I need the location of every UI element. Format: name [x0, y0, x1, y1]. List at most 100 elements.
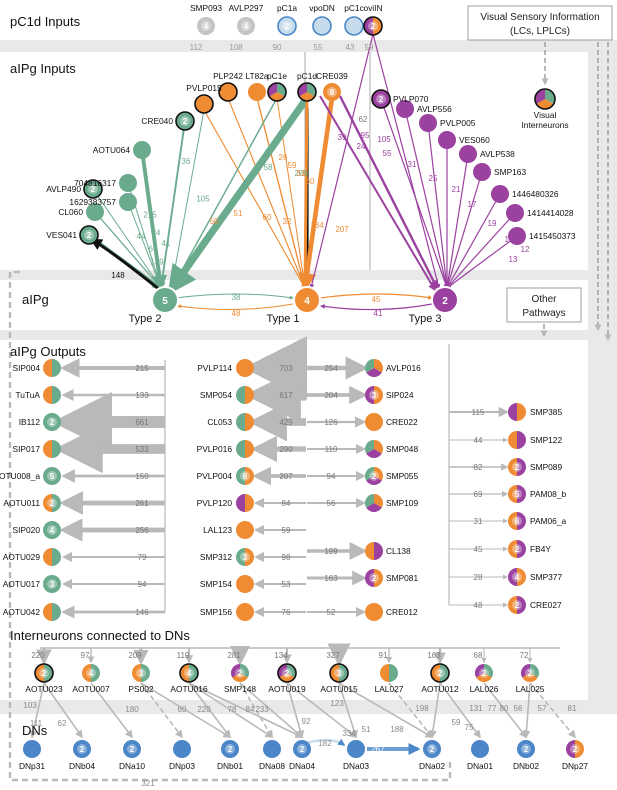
pc1d-input-node-1-count: 4 [244, 22, 249, 31]
dn-label-8: DNa02 [419, 761, 445, 771]
out-mid-label-0: PVLP114 [197, 363, 232, 373]
out-left-weight-8: 94 [138, 580, 147, 589]
out-mid-node-0 [236, 359, 254, 377]
interneuron-node-4: 2 [230, 664, 249, 682]
out-right-node-6 [365, 542, 383, 560]
purple-input-node-5 [473, 163, 491, 181]
interneuron-weight-8: 163 [427, 651, 441, 660]
interneuron-node-10-count: 2 [528, 669, 533, 678]
section-title-pc1d: pC1d Inputs [10, 14, 81, 29]
top-t2-weight-3: 58 [264, 163, 273, 172]
out-right-label-5: SMP109 [386, 498, 418, 508]
purple-extra-weight-3: 62 [359, 115, 368, 124]
out-far-weight-5: 45 [474, 545, 483, 554]
visual-interneurons-label-2: Interneurons [521, 120, 568, 130]
interneuron-weight-0: 220 [31, 651, 45, 660]
interneuron-dn-edge-8 [239, 682, 273, 739]
out-right-weight-2: 126 [324, 418, 338, 427]
out-left-node-4-count: 5 [50, 472, 55, 481]
t2-t1-edge [175, 293, 294, 300]
dn-node-6-count: 2 [300, 745, 305, 754]
pc1d-input-node-4 [344, 16, 364, 36]
interneuron-dn-edge-16 [483, 682, 527, 739]
out-mid-weight-7: 98 [282, 553, 291, 562]
purple-weight-5: 17 [468, 200, 477, 209]
dn-weight-9: 92 [302, 717, 311, 726]
dn-node-1: 2 [73, 740, 91, 758]
green-weight-5: 69 [149, 245, 158, 254]
interneuron-weight-4: 281 [227, 651, 241, 660]
out-far-weight-4: 31 [474, 517, 483, 526]
green-weight-4: 44 [137, 232, 146, 241]
top-t1-weight-3: 32 [283, 217, 292, 226]
top-to-t2-edge-4 [167, 95, 310, 295]
interneuron-node-5: 2 [277, 663, 297, 683]
purple-input-node-8 [508, 227, 526, 245]
green-input-node-2 [119, 174, 137, 192]
visual-sensory-line2: (LCs, LPLCs) [510, 26, 570, 37]
out-left-node-6: 4 [43, 521, 61, 539]
pc1d-input-node-0-count: 4 [204, 22, 209, 31]
top-input-label-2: LT82a [245, 71, 268, 81]
out-mid-weight-2: 429 [279, 418, 293, 427]
green-input-label-4: AVLP490 [46, 184, 81, 194]
pc1d-input-label-2: pC1a [277, 3, 297, 13]
other-pathways-line1: Other [531, 294, 557, 305]
green-edge-5 [94, 211, 162, 289]
interneuron-node-10: 2 [521, 664, 540, 683]
top-to-t1-edge-5 [297, 97, 335, 292]
top-t1-weight-5: 207 [335, 225, 349, 234]
purple-input-label-4: AVLP538 [480, 149, 515, 159]
dn-weight-24: 188 [390, 725, 404, 734]
purple-weight-1: 55 [383, 149, 392, 158]
purple-input-label-5: SMP163 [494, 167, 526, 177]
out-mid-node-7-count: 3 [243, 553, 248, 562]
dn-weight-4: 60 [178, 705, 187, 714]
out-mid-label-6: LAL123 [203, 525, 232, 535]
top-input-label-4: pC1d [297, 71, 317, 81]
interneuron-dn-edge-2 [90, 682, 133, 739]
dn-node-10: 2 [517, 740, 535, 758]
out-right-node-0 [365, 359, 384, 377]
purple-input-label-3: VES060 [459, 135, 490, 145]
dn-weight-11: 334 [342, 729, 356, 738]
out-mid-node-8 [236, 575, 254, 593]
purple-edge-2 [427, 122, 449, 289]
pc1d-weight-2: 90 [273, 43, 282, 52]
pc1d-extra-weight-0: 26 [279, 153, 288, 162]
purple-weight-8: 13 [509, 255, 518, 264]
interneuron-dn-edge-6 [188, 682, 274, 738]
interneuron-weight-2: 209 [128, 651, 142, 660]
green-input-label-0: AOTU064 [93, 145, 131, 155]
interneuron-dn-edge-3 [140, 682, 183, 739]
dn-weight-25: 321 [141, 779, 155, 788]
out-right-weight-3: 110 [325, 445, 338, 454]
dn-label-1: DNb04 [69, 761, 95, 771]
purple-edge-7 [446, 212, 516, 289]
green-edge-3 [127, 201, 162, 289]
dn-label-5: DNa08 [259, 761, 285, 771]
dn-weight-18: 80 [500, 704, 509, 713]
interneuron-node-2-count: 3 [139, 669, 144, 678]
interneuron-label-0: AOTU023 [25, 684, 63, 694]
pc1d-input-node-1: 4 [237, 17, 255, 35]
dn-weight-2: 62 [58, 719, 67, 728]
dn-label-7: DNa03 [343, 761, 369, 771]
interneuron-weight-3: 119 [177, 651, 190, 660]
purple-edge-5 [445, 171, 483, 289]
green-weight-3: 41 [162, 239, 171, 248]
dn-weight-20: 77 [488, 704, 497, 713]
section-title-aipg: aIPg [22, 292, 49, 307]
dn-node-5 [263, 740, 281, 758]
top-to-t1-edge-4 [299, 97, 312, 291]
top-input-node-5: 8 [323, 83, 341, 101]
top-to-t1-edge-2 [256, 97, 307, 290]
purple-input-node-6 [491, 185, 509, 203]
top-to-t2-edge-3 [170, 97, 278, 292]
top-input-node-4 [297, 82, 317, 102]
out-mid-label-2: CL053 [207, 417, 232, 427]
band-1 [0, 40, 617, 52]
pc1d-weight-3: 55 [314, 43, 323, 52]
dn-label-2: DNa10 [119, 761, 145, 771]
out-mid-node-4-count: 6 [243, 472, 248, 481]
